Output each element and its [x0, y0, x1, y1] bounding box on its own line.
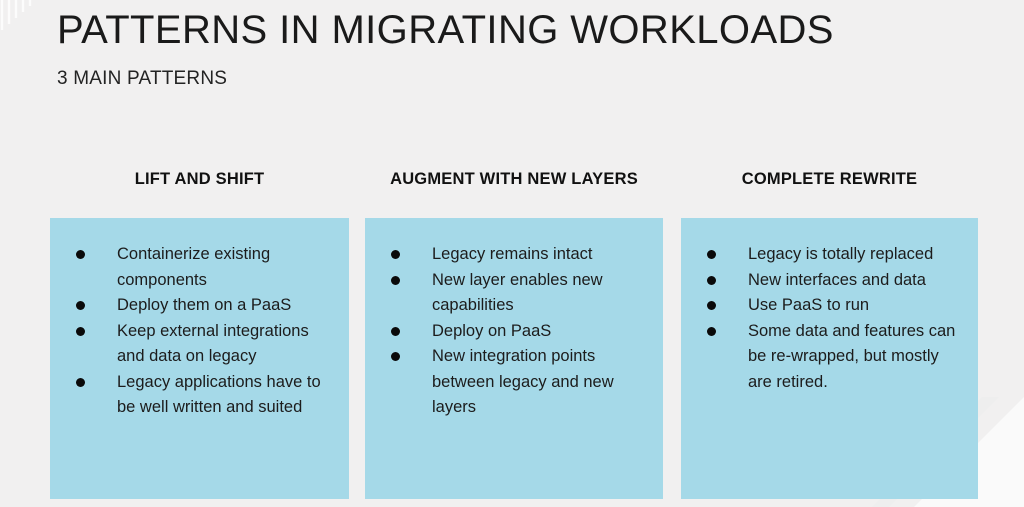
corner-stripes-decoration — [0, 0, 32, 30]
bullet-dot-icon — [76, 250, 85, 259]
bullet-dot-icon — [391, 352, 400, 362]
list-item-label: Legacy remains intact — [432, 245, 593, 263]
list-item-label: New layer enables new capabilities — [432, 270, 603, 315]
list-item-label: Use PaaS to run — [748, 296, 870, 315]
list-item-label: Some data and features can be re-wrapped… — [748, 321, 956, 391]
bullet-list-complete-rewrite: Legacy is totally replaced New interface… — [695, 242, 964, 395]
bullet-dot-icon — [707, 275, 716, 285]
list-item: Deploy them on a PaaS — [64, 293, 335, 319]
page-title: PATTERNS IN MIGRATING WORKLOADS — [57, 8, 834, 52]
list-item-label: Legacy applications have to be well writ… — [117, 372, 321, 417]
list-item-label: Containerize existing components — [117, 245, 271, 289]
bullet-list-augment-with-new-layers: Legacy remains intact New layer enables … — [379, 242, 649, 421]
list-item-label: Legacy is totally replaced — [748, 245, 934, 263]
list-item-label: Deploy on PaaS — [432, 321, 552, 340]
slide-header: PATTERNS IN MIGRATING WORKLOADS 3 MAIN P… — [57, 4, 834, 90]
bullet-dot-icon — [391, 250, 400, 259]
list-item-label: New integration points between legacy an… — [432, 347, 614, 417]
pattern-column-lift-and-shift: LIFT AND SHIFT Containerize existing com… — [50, 160, 349, 507]
list-item: Legacy applications have to be well writ… — [64, 370, 335, 421]
list-item-label: New interfaces and data — [748, 270, 926, 289]
bullet-dot-icon — [391, 275, 400, 285]
list-item: Deploy on PaaS — [379, 319, 649, 345]
column-card-augment-with-new-layers: Legacy remains intact New layer enables … — [365, 218, 663, 499]
column-header-lift-and-shift: LIFT AND SHIFT — [134, 170, 265, 188]
list-item: New integration points between legacy an… — [379, 344, 649, 421]
pattern-column-augment-with-new-layers: AUGMENT WITH NEW LAYERS Legacy remains i… — [365, 160, 663, 507]
list-item-label: Deploy them on a PaaS — [117, 296, 292, 315]
column-header-complete-rewrite: COMPLETE REWRITE — [741, 170, 918, 188]
bullet-dot-icon — [391, 326, 400, 336]
column-card-lift-and-shift: Containerize existing components Deploy … — [50, 218, 349, 499]
list-item: Containerize existing components — [64, 242, 335, 293]
page-subtitle: 3 MAIN PATTERNS — [57, 68, 228, 89]
list-item: New layer enables new capabilities — [379, 268, 649, 319]
bullet-dot-icon — [707, 301, 716, 311]
bullet-dot-icon — [707, 250, 716, 259]
bullet-list-lift-and-shift: Containerize existing components Deploy … — [64, 242, 335, 421]
list-item: Legacy is totally replaced — [695, 242, 964, 268]
pattern-column-complete-rewrite: COMPLETE REWRITE Legacy is totally repla… — [681, 160, 978, 507]
bullet-dot-icon — [76, 326, 85, 336]
bullet-dot-icon — [76, 301, 85, 311]
list-item: Use PaaS to run — [695, 293, 964, 319]
list-item: New interfaces and data — [695, 268, 964, 294]
patterns-columns: LIFT AND SHIFT Containerize existing com… — [0, 160, 1024, 507]
list-item: Legacy remains intact — [379, 242, 649, 268]
bullet-dot-icon — [707, 326, 716, 336]
column-header-augment-with-new-layers: AUGMENT WITH NEW LAYERS — [390, 170, 638, 188]
list-item: Keep external integrations and data on l… — [64, 319, 335, 370]
column-card-complete-rewrite: Legacy is totally replaced New interface… — [681, 218, 978, 499]
bullet-dot-icon — [76, 377, 85, 387]
list-item-label: Keep external integrations and data on l… — [117, 321, 309, 366]
list-item: Some data and features can be re-wrapped… — [695, 319, 964, 396]
